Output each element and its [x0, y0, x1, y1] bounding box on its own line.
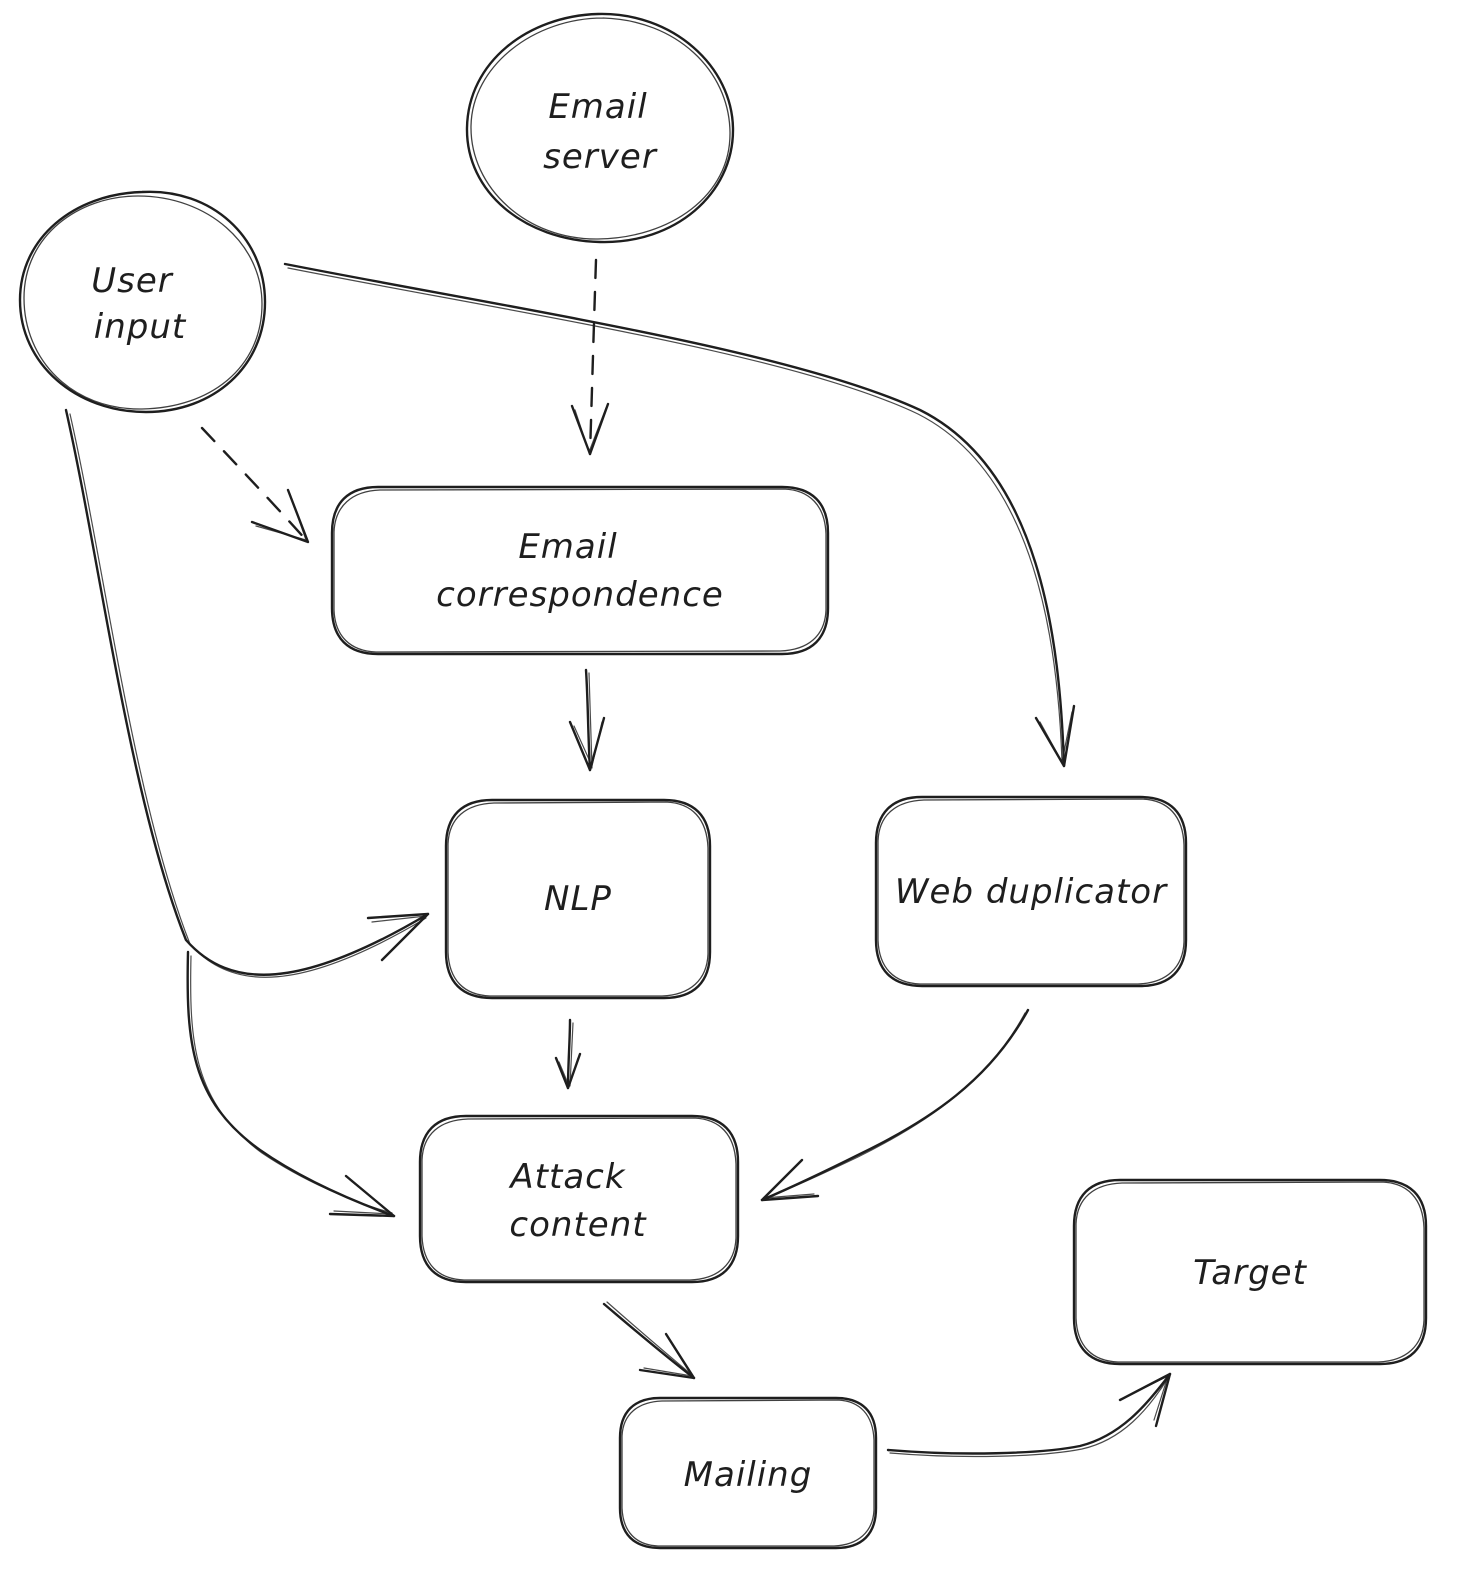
node-label-line: Email	[548, 87, 647, 127]
svg-text:correspondence: correspondence	[436, 575, 724, 615]
svg-text:Web duplicator: Web duplicator	[895, 872, 1168, 912]
edge-nlp-to-attack-content	[554, 1018, 582, 1090]
node-label-line: content	[509, 1205, 647, 1245]
edge-user-input-to-attack-content	[186, 950, 396, 1218]
edge-user-input-to-nlp	[64, 408, 430, 978]
svg-text:Email: Email	[518, 527, 617, 567]
node-nlp[interactable]: NLP	[444, 798, 712, 1000]
svg-text:Attack: Attack	[508, 1157, 625, 1197]
edge-email-server-to-email-correspondence	[570, 258, 610, 456]
edge-user-input-to-web-duplicator	[283, 262, 1076, 768]
node-label-line: Web duplicator	[895, 872, 1168, 912]
node-label-line: Target	[1193, 1253, 1308, 1293]
node-label-line: Mailing	[684, 1455, 813, 1495]
node-mailing[interactable]: Mailing	[618, 1396, 878, 1550]
node-label-line: correspondence	[436, 575, 724, 615]
edge-mailing-to-target	[886, 1372, 1172, 1458]
svg-text:content: content	[509, 1205, 647, 1245]
node-label-line: Email	[518, 527, 617, 567]
node-label-line: User	[91, 261, 174, 301]
edge-attack-content-to-mailing	[602, 1301, 696, 1380]
node-label-line: Attack	[508, 1157, 625, 1197]
node-email-server[interactable]: Email server	[465, 12, 735, 244]
edge-email-correspondence-to-nlp	[568, 668, 606, 772]
edge-web-duplicator-to-attack-content	[760, 1008, 1030, 1202]
svg-text:Target: Target	[1193, 1253, 1308, 1293]
svg-text:server: server	[543, 137, 658, 177]
svg-text:Email: Email	[548, 87, 647, 127]
node-label-line: NLP	[544, 879, 612, 919]
node-label-line: server	[543, 137, 658, 177]
node-label-line: input	[94, 307, 187, 347]
node-user-input[interactable]: User input	[18, 190, 267, 414]
node-target[interactable]: Target	[1072, 1178, 1428, 1366]
node-web-duplicator[interactable]: Web duplicator	[874, 795, 1188, 988]
svg-text:User: User	[91, 261, 174, 301]
node-attack-content[interactable]: Attack content	[418, 1114, 740, 1284]
svg-text:input: input	[94, 307, 187, 347]
node-email-correspondence[interactable]: Email correspondence	[330, 485, 830, 656]
svg-text:NLP: NLP	[544, 879, 612, 919]
edge-user-input-to-email-correspondence	[200, 426, 310, 544]
svg-text:Mailing: Mailing	[684, 1455, 813, 1495]
